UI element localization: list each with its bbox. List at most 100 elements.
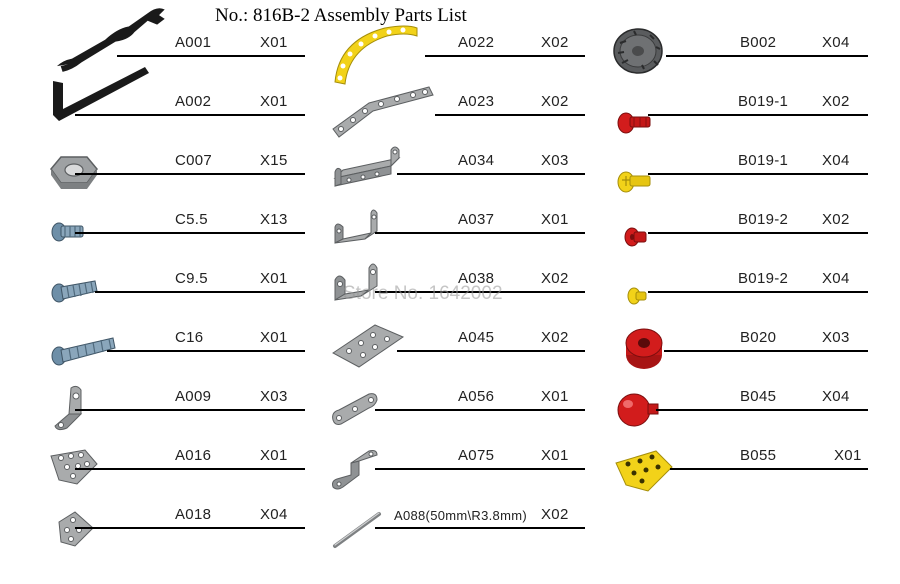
corner-plate-icon <box>58 511 94 547</box>
part-code: B045 <box>740 388 777 405</box>
part-code: A009 <box>175 388 212 405</box>
part-code: A016 <box>175 447 212 464</box>
part-qty: X01 <box>260 93 288 110</box>
part-qty: X02 <box>822 93 850 110</box>
part-row: A009 X03 <box>45 384 305 431</box>
pentagon-plate-icon <box>50 449 98 485</box>
part-row: C9.5 X01 <box>45 266 305 306</box>
part-row: B020 X03 <box>608 325 868 369</box>
part-qty: X03 <box>541 152 569 169</box>
part-code: A023 <box>458 93 495 110</box>
part-code: C007 <box>175 152 213 169</box>
z-bracket-icon <box>332 450 378 490</box>
part-row: A075 X01 <box>325 443 585 490</box>
part-code: B019-2 <box>738 211 789 228</box>
part-code: B020 <box>740 329 777 346</box>
double-bracket-icon <box>333 146 401 187</box>
long-screw-icon <box>51 337 116 366</box>
red-ring-icon <box>625 328 663 369</box>
part-row: A022 X02 <box>325 25 585 85</box>
part-code: B019-1 <box>738 93 789 110</box>
allen-key-icon <box>53 67 149 121</box>
part-qty: X01 <box>260 447 288 464</box>
part-code: A002 <box>175 93 212 110</box>
part-qty: X02 <box>541 329 569 346</box>
u-bracket-icon <box>334 209 378 244</box>
part-row: A023 X02 <box>325 86 585 138</box>
part-row: B055 X01 <box>608 443 868 492</box>
page-title: No.: 816B-2 Assembly Parts List <box>215 5 467 26</box>
part-code: C5.5 <box>175 211 208 228</box>
axle-rod-icon <box>333 512 381 548</box>
yellow-peg-icon <box>617 171 651 193</box>
part-row: B002 X04 <box>608 28 868 74</box>
short-screw-icon <box>51 222 84 242</box>
red-peg-icon <box>617 112 651 134</box>
part-qty: X02 <box>541 93 569 110</box>
hex-nut-icon <box>50 156 98 189</box>
bent-strip-icon <box>332 86 434 138</box>
part-qty: X01 <box>260 329 288 346</box>
part-qty: X04 <box>260 506 288 523</box>
part-qty: X03 <box>260 388 288 405</box>
part-code: B002 <box>740 34 777 51</box>
part-qty: X01 <box>260 34 288 51</box>
part-qty: X02 <box>541 270 569 287</box>
part-row: B019-2 X04 <box>608 266 868 306</box>
part-row: C16 X01 <box>45 325 305 366</box>
part-qty: X03 <box>822 329 850 346</box>
part-qty: X02 <box>541 34 569 51</box>
angle-bracket-icon <box>54 385 83 431</box>
part-row: A056 X01 <box>325 384 585 425</box>
part-qty: X04 <box>822 388 850 405</box>
part-row: A002 X01 <box>45 67 305 129</box>
part-qty: X01 <box>834 447 862 464</box>
part-row: C5.5 X13 <box>45 207 305 247</box>
part-qty: X01 <box>260 270 288 287</box>
medium-screw-icon <box>51 280 98 303</box>
tall-u-bracket-icon <box>334 263 378 301</box>
part-code: A034 <box>458 152 495 169</box>
part-code: C9.5 <box>175 270 208 287</box>
yellow-small-peg-icon <box>627 287 647 305</box>
part-qty: X15 <box>260 152 288 169</box>
part-code: A001 <box>175 34 212 51</box>
part-qty: X01 <box>541 447 569 464</box>
part-row: A016 X01 <box>45 443 305 485</box>
part-code: C16 <box>175 329 204 346</box>
part-row: A088(50mm\R3.8mm) X02 <box>325 502 585 548</box>
yellow-plate-icon <box>615 450 673 492</box>
part-code: A038 <box>458 270 495 287</box>
part-row: C007 X15 <box>45 148 305 189</box>
curved-strip-icon <box>334 25 418 85</box>
part-qty: X02 <box>541 506 569 523</box>
red-knob-icon <box>617 393 659 427</box>
part-row: A018 X04 <box>45 502 305 547</box>
part-code: A037 <box>458 211 495 228</box>
short-strip-icon <box>332 393 378 425</box>
part-row: B019-2 X02 <box>608 207 868 247</box>
part-code: A088(50mm\R3.8mm) <box>394 508 527 523</box>
part-qty: X13 <box>260 211 288 228</box>
part-row: A034 X03 <box>325 146 585 188</box>
watermark: Store No. 1642002 <box>343 283 503 304</box>
part-code: A056 <box>458 388 495 405</box>
part-row: A037 X01 <box>325 207 585 247</box>
part-row: A038 X02 <box>325 263 585 306</box>
part-row: A045 X02 <box>325 324 585 368</box>
part-qty: X02 <box>822 211 850 228</box>
part-code: A075 <box>458 447 495 464</box>
part-row: B019-1 X02 <box>608 89 868 134</box>
part-code: A045 <box>458 329 495 346</box>
part-code: B019-2 <box>738 270 789 287</box>
part-qty: X01 <box>541 388 569 405</box>
red-small-peg-icon <box>624 227 647 247</box>
part-code: B055 <box>740 447 777 464</box>
part-row: A001 X01 <box>45 8 305 72</box>
part-qty: X04 <box>822 34 850 51</box>
part-row: B045 X04 <box>608 384 868 427</box>
part-qty: X04 <box>822 270 850 287</box>
part-qty: X04 <box>822 152 850 169</box>
part-code: B019-1 <box>738 152 789 169</box>
part-code: A018 <box>175 506 212 523</box>
